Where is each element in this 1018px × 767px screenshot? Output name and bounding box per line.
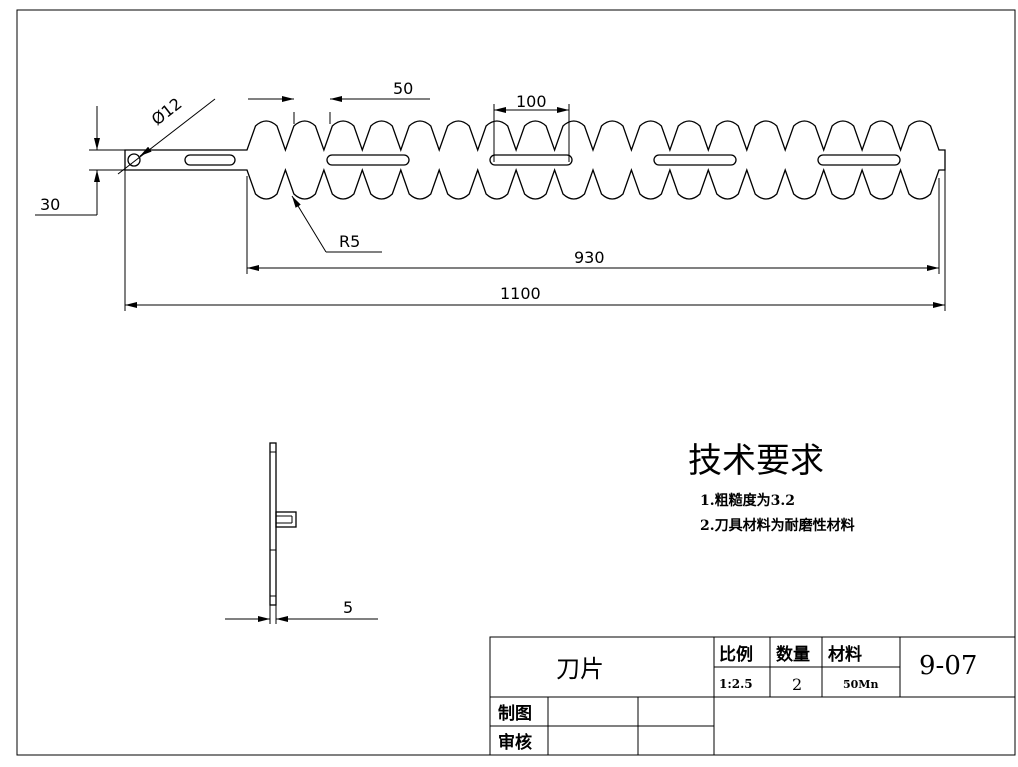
side-view-boss: [275, 511, 297, 528]
slots: [184, 154, 901, 166]
slot: [653, 154, 737, 166]
leader-hole-arrow: [139, 146, 152, 157]
side-view-plate: [269, 442, 277, 606]
blade-side-view: 5: [225, 442, 378, 624]
material-label: 材料: [828, 644, 862, 665]
slot: [817, 154, 901, 166]
scale-value: 1:2.5: [719, 677, 753, 691]
drawn-by-label: 制图: [498, 703, 532, 724]
title-block-frame: [489, 636, 1016, 756]
mounting-hole: [127, 153, 141, 167]
reviewed-by-label: 审核: [498, 732, 532, 753]
part-name: 刀片: [556, 655, 604, 683]
blade-outline: [124, 120, 946, 200]
dim-slot-pitch: 50: [393, 79, 413, 98]
slot: [184, 154, 236, 166]
leader-radius: [291, 195, 327, 253]
dim-total-length: 1100: [500, 284, 541, 303]
tech-req-heading: 技术要求: [688, 441, 824, 481]
quantity-label: 数量: [776, 644, 810, 665]
scale-label: 比例: [719, 644, 753, 665]
leader-hole: [117, 98, 216, 175]
dim-thickness: 5: [343, 598, 353, 617]
technical-requirements: 技术要求 1.粗糙度为3.2 2.刀具材料为耐磨性材料: [688, 441, 855, 534]
dim-width: 30: [40, 195, 60, 214]
blade-main-view: [124, 120, 946, 200]
dimensions: 50 100 Ø12 30 R5 930 1100: [35, 79, 946, 311]
dim-slot-span: 100: [516, 92, 547, 111]
slot: [489, 154, 573, 166]
tech-req-item-1: 1.粗糙度为3.2: [700, 492, 795, 509]
slot: [326, 154, 410, 166]
dim-hole-diameter: Ø12: [148, 94, 186, 129]
drawing-number: 9-07: [919, 651, 977, 681]
dim-toothed-length: 930: [574, 248, 605, 267]
tech-req-item-2: 2.刀具材料为耐磨性材料: [700, 517, 855, 534]
title-block: 刀片 比例 数量 材料 1:2.5 2 50Mn 9-07 制图 审核: [489, 636, 1016, 756]
material-value: 50Mn: [843, 678, 878, 691]
quantity-value: 2: [792, 675, 802, 694]
dim-tooth-radius: R5: [339, 232, 360, 251]
